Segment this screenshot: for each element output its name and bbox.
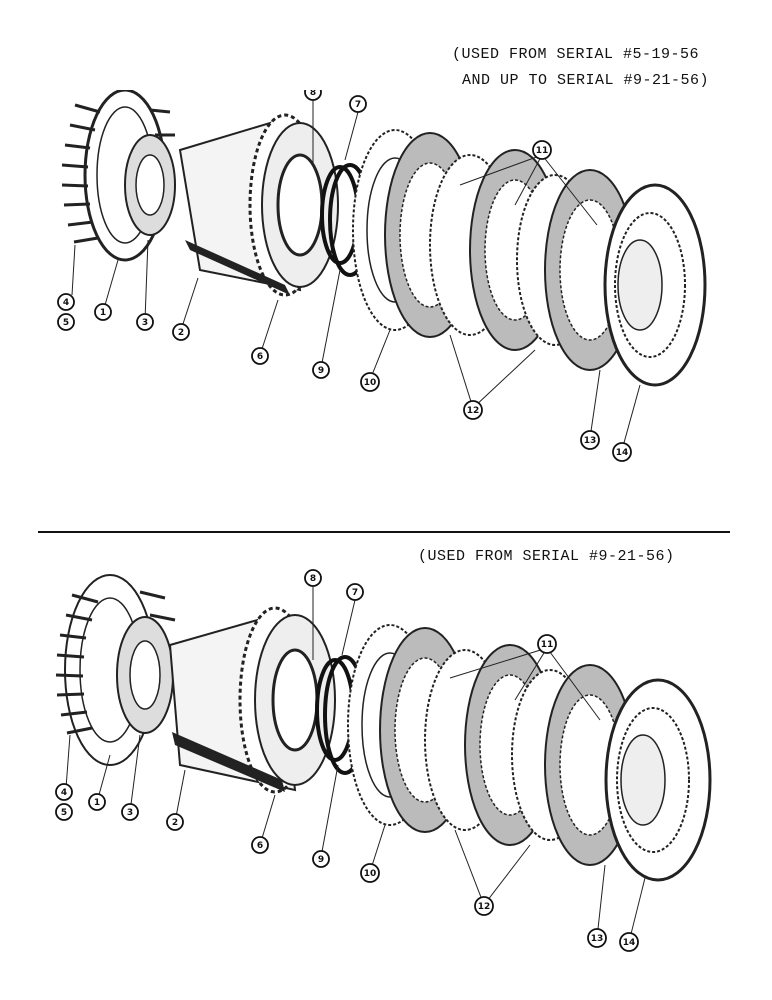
leader-lines: [65, 586, 646, 943]
svg-text:13: 13: [591, 934, 604, 944]
pressure-plate: [604, 678, 712, 882]
svg-text:7: 7: [355, 100, 361, 110]
callout-9: 9: [312, 361, 330, 379]
section-divider: [38, 531, 730, 533]
svg-text:2: 2: [178, 328, 184, 338]
callout-12: 12: [463, 400, 483, 420]
svg-text:10: 10: [364, 869, 377, 879]
svg-text:9: 9: [318, 366, 324, 376]
callout-4: 4: [57, 293, 75, 311]
svg-text:2: 2: [172, 818, 178, 828]
svg-text:13: 13: [584, 436, 597, 446]
callout-10: 10: [360, 863, 380, 883]
callout-5: 5: [57, 313, 75, 331]
bolt-flange: [61, 90, 175, 262]
callouts-top: 4 5 1 3 2 6 8 7 9 10 11 12 13 14: [57, 90, 632, 462]
hub: [124, 134, 176, 236]
caption-top-line2: AND UP TO SERIAL #9-21-56): [462, 72, 710, 89]
callout-2: 2: [166, 813, 184, 831]
svg-text:1: 1: [94, 798, 100, 808]
callout-11: 11: [532, 140, 552, 160]
svg-text:10: 10: [364, 378, 377, 388]
exploded-view-bottom: 4 5 1 3 2 6 8 7 9 10 11 12 13 14: [55, 569, 712, 952]
svg-text:6: 6: [257, 841, 263, 851]
svg-text:9: 9: [318, 855, 324, 865]
svg-text:11: 11: [541, 640, 554, 650]
callout-7: 7: [346, 583, 364, 601]
callout-8: 8: [304, 90, 322, 101]
piston: [254, 614, 336, 786]
callout-7: 7: [349, 95, 367, 113]
piston: [261, 122, 339, 288]
svg-text:5: 5: [61, 808, 67, 818]
callout-1: 1: [88, 793, 106, 811]
callout-6: 6: [251, 347, 269, 365]
leader-lines: [71, 100, 641, 451]
callout-5: 5: [55, 803, 73, 821]
svg-text:11: 11: [536, 146, 549, 156]
callouts-bottom: 4 5 1 3 2 6 8 7 9 10 11 12 13 14: [55, 569, 639, 952]
svg-text:14: 14: [616, 448, 629, 458]
callout-14: 14: [612, 442, 632, 462]
hub: [116, 616, 174, 734]
svg-text:1: 1: [100, 308, 106, 318]
pressure-plate: [603, 183, 707, 387]
callout-3: 3: [136, 313, 154, 331]
callout-2: 2: [172, 323, 190, 341]
callout-1: 1: [94, 303, 112, 321]
svg-text:12: 12: [467, 406, 480, 416]
callout-10: 10: [360, 372, 380, 392]
callout-11: 11: [537, 634, 557, 654]
svg-text:12: 12: [478, 902, 491, 912]
svg-text:14: 14: [623, 938, 636, 948]
svg-text:8: 8: [310, 574, 316, 584]
callout-3: 3: [121, 803, 139, 821]
callout-13: 13: [587, 928, 607, 948]
svg-text:4: 4: [61, 788, 67, 798]
callout-14: 14: [619, 932, 639, 952]
callout-6: 6: [251, 836, 269, 854]
exploded-view-top: 4 5 1 3 2 6 8 7 9 10 11 12 13 14: [57, 90, 707, 462]
svg-text:5: 5: [63, 318, 69, 328]
svg-text:3: 3: [142, 318, 148, 328]
callout-9: 9: [312, 850, 330, 868]
callout-8: 8: [304, 569, 322, 587]
svg-text:6: 6: [257, 352, 263, 362]
svg-text:7: 7: [352, 588, 358, 598]
bolt-flange: [55, 574, 176, 766]
caption-top-line1: (USED FROM SERIAL #5-19-56: [452, 46, 700, 63]
callout-12: 12: [474, 896, 494, 916]
svg-text:8: 8: [310, 90, 316, 98]
callout-4: 4: [55, 783, 73, 801]
svg-text:4: 4: [63, 298, 69, 308]
callout-13: 13: [580, 430, 600, 450]
svg-text:3: 3: [127, 808, 133, 818]
caption-bottom: (USED FROM SERIAL #9-21-56): [418, 548, 675, 565]
